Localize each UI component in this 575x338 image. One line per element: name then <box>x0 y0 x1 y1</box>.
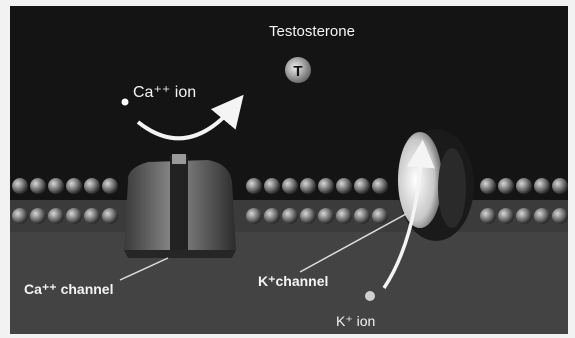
lipid-head <box>66 208 82 224</box>
testosterone-symbol: T <box>293 63 302 80</box>
calcium-channel-protein <box>124 154 236 258</box>
lipid-head <box>498 208 514 224</box>
potassium-ion-dot <box>365 291 375 301</box>
lipid-head <box>246 178 262 194</box>
lipid-head <box>30 178 46 194</box>
calcium-ion-dot <box>122 99 129 106</box>
lipid-head <box>354 178 370 194</box>
lipid-head <box>480 208 496 224</box>
lipid-head <box>534 178 550 194</box>
lipid-head <box>318 178 334 194</box>
lipid-head <box>246 208 262 224</box>
lipid-head <box>282 178 298 194</box>
lipid-head <box>282 208 298 224</box>
lipid-head <box>354 208 370 224</box>
lipid-head <box>552 178 568 194</box>
calcium-channel-label: Ca⁺⁺ channel <box>24 281 113 297</box>
potassium-ion-label: K⁺ ion <box>336 313 375 329</box>
membrane-lower-row <box>12 208 568 224</box>
lipid-head <box>48 178 64 194</box>
lipid-head <box>552 208 568 224</box>
lipid-head <box>516 208 532 224</box>
lipid-head <box>516 178 532 194</box>
membrane-upper-row <box>12 178 568 194</box>
calcium-ion-label: Ca⁺⁺ ion <box>133 84 196 101</box>
lipid-head <box>318 208 334 224</box>
potassium-channel-label: K⁺channel <box>258 273 328 289</box>
lipid-head <box>12 178 28 194</box>
lipid-head <box>102 208 118 224</box>
lipid-head <box>66 178 82 194</box>
lipid-head <box>12 208 28 224</box>
testosterone-label: Testosterone <box>269 23 355 40</box>
lipid-head <box>336 208 352 224</box>
lipid-head <box>336 178 352 194</box>
lipid-head <box>498 178 514 194</box>
lipid-head <box>300 208 316 224</box>
lipid-head <box>264 208 280 224</box>
lipid-head <box>534 208 550 224</box>
lipid-head <box>300 178 316 194</box>
lipid-head <box>264 178 280 194</box>
lipid-head <box>84 208 100 224</box>
lipid-head <box>84 178 100 194</box>
lipid-head <box>480 178 496 194</box>
lipid-head <box>102 178 118 194</box>
lipid-head <box>30 208 46 224</box>
lipid-head <box>372 178 388 194</box>
lipid-head <box>48 208 64 224</box>
lipid-head <box>372 208 388 224</box>
